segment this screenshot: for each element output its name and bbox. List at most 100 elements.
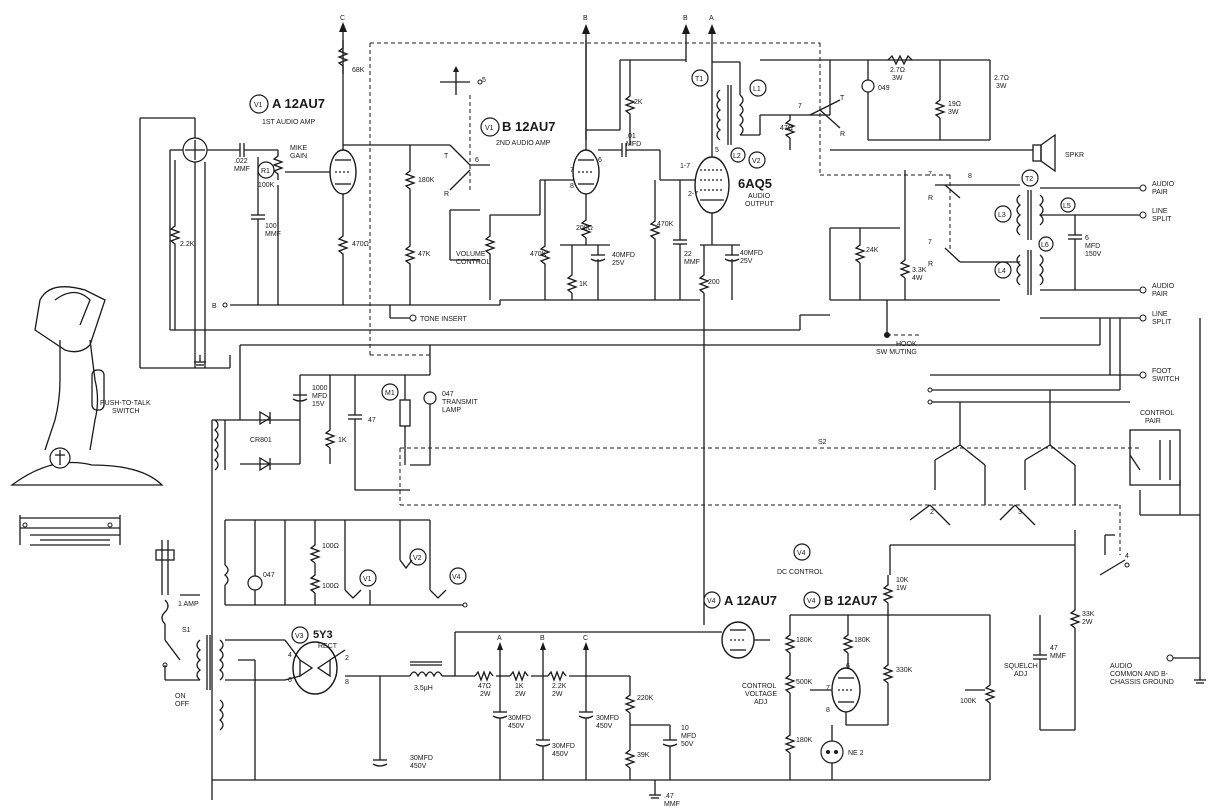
- foot-switch-terminal[interactable]: [1139, 371, 1147, 379]
- r1-label: R1: [261, 168, 270, 175]
- foot-switch-label-b: SWITCH: [1152, 376, 1180, 383]
- rail-b3-label: B: [212, 303, 217, 310]
- c-47b-label: 47: [1050, 645, 1058, 652]
- pin-27: 2-7: [688, 191, 698, 198]
- line-split-2-label-b: SPLIT: [1152, 319, 1172, 326]
- c-30a-volt: 450V: [410, 763, 427, 770]
- control-voltage-2: VOLTAGE: [745, 691, 777, 698]
- pin-8: 8: [968, 173, 972, 180]
- l6-tag: L6: [1041, 242, 1049, 249]
- power-transformer-primary: [196, 639, 202, 681]
- line-split-2-label: LINE: [1152, 311, 1168, 318]
- c-40b-volt: 25V: [740, 258, 753, 265]
- r-33k-watts: 4W: [912, 275, 923, 282]
- r-27b-watts: 3W: [996, 83, 1007, 90]
- v4-ref-tag: V4: [797, 550, 806, 557]
- v2-ref-label: V2: [413, 555, 422, 562]
- c-01-label: .01: [626, 133, 636, 140]
- switch-5: 5: [440, 66, 486, 95]
- r-47k-label: 47K: [418, 251, 431, 258]
- r-1k-label: 1K: [579, 281, 588, 288]
- v2-func-1: AUDIO: [748, 193, 771, 200]
- lamp-049-label: 049: [878, 85, 890, 92]
- pin-6a: 6: [598, 157, 602, 164]
- r-500k-label: 500K: [796, 679, 813, 686]
- pin-5: 5: [715, 147, 719, 154]
- r-24k-label: 24K: [866, 247, 879, 254]
- c-022-label: .022: [234, 158, 248, 165]
- pin-2b: 2: [345, 655, 349, 662]
- pin-t2: T: [840, 95, 845, 102]
- c-30a-label: 30MFD: [410, 755, 433, 762]
- filament-circuit: 047 100Ω 100Ω V1 V2 V4: [211, 420, 468, 800]
- l5-tag: L5: [1063, 203, 1071, 210]
- r-2k-label: 2K: [634, 99, 643, 106]
- r-10k-watts: 1W: [896, 585, 907, 592]
- choke: [409, 671, 443, 678]
- pin-7d: 7: [928, 239, 932, 246]
- audio-common-label-1: AUDIO: [1110, 663, 1133, 670]
- c-6-volt: 150V: [1085, 251, 1102, 258]
- pin-7e: 7: [826, 685, 830, 692]
- v1a-tube-label: A 12AU7: [272, 96, 325, 111]
- pin-3: 3: [1018, 509, 1022, 516]
- diode-1: [259, 410, 272, 426]
- t2-tag: T2: [1025, 176, 1033, 183]
- c-30c-label: 30MFD: [552, 743, 575, 750]
- l3-tag: L3: [998, 212, 1006, 219]
- ptt-switch-contacts: [19, 515, 121, 546]
- pin-7b: 7: [798, 103, 802, 110]
- control-pair-label-b: PAIR: [1145, 418, 1161, 425]
- r-200b-label: 200: [708, 279, 720, 286]
- v1b-tag: V1: [485, 125, 494, 132]
- v4-dc-control: V4 DC CONTROL V4 A 12AU7 V4 B 12AU7 6 7 …: [700, 543, 1206, 780]
- line-split-1-terminal[interactable]: [1139, 211, 1147, 219]
- r-47o2-watts: 2W: [480, 691, 491, 698]
- c-40b-label: 40MFD: [740, 250, 763, 257]
- transmit-lamp: [423, 391, 437, 405]
- r-68k: [337, 40, 349, 74]
- audio-pair-2-terminal[interactable]: [1139, 286, 1147, 294]
- audio-pair-1-label-b: PAIR: [1152, 189, 1168, 196]
- volume-label-2: CONTROL: [456, 259, 490, 266]
- v1b-stage: V1 B 12AU7 2ND AUDIO AMP 7 6 8 2K .01 MF…: [480, 40, 700, 300]
- s2-label: S2: [818, 439, 827, 446]
- line-split-2-terminal[interactable]: [1139, 314, 1147, 322]
- tone-insert-terminal[interactable]: [409, 314, 417, 322]
- v2-tube: [694, 156, 730, 214]
- relay-coil: [399, 399, 411, 427]
- v1b-tube-label: B 12AU7: [502, 119, 555, 134]
- v4a-tag: V4: [707, 598, 716, 605]
- r-22k2w-watts: 2W: [552, 691, 563, 698]
- r-470: [337, 230, 349, 260]
- r-100a-label: 100Ω: [322, 543, 339, 550]
- c-1000-volt: 15V: [312, 401, 325, 408]
- fuse-label: 1 AMP: [178, 601, 199, 608]
- c-47-label: 47: [368, 417, 376, 424]
- v1-ref-label: V1: [363, 576, 372, 583]
- line-split-1-label: LINE: [1152, 208, 1168, 215]
- v1a-stage: V1 A 12AU7 1ST AUDIO AMP 68K 470Ω R1 MIK…: [205, 40, 450, 305]
- relay-dashed-links: S2: [369, 42, 1140, 555]
- c-30d-volt: 450V: [596, 723, 613, 730]
- audio-pair-1-terminal[interactable]: [1139, 184, 1147, 192]
- c-40a-volt: 25V: [612, 260, 625, 267]
- r-22k2w-label: 2.2K: [552, 683, 567, 690]
- c-47mmf-unit: MMF: [664, 801, 680, 808]
- pin-7c: 7: [928, 171, 932, 178]
- r-470-label: 470Ω: [352, 241, 369, 248]
- c-40a-label: 40MFD: [612, 252, 635, 259]
- r-180kb-label: 180K: [854, 637, 871, 644]
- ne2-neon-lamp: [820, 740, 844, 764]
- r-27a-label: 2.7Ω: [890, 67, 905, 74]
- audio-pair-2-label-b: PAIR: [1152, 291, 1168, 298]
- r-47ohm-label: 47Ω: [780, 125, 793, 132]
- pin-r1: R: [444, 191, 449, 198]
- r-220k-label: 220K: [637, 695, 654, 702]
- v2-tag: V2: [752, 158, 761, 165]
- audio-common-terminal[interactable]: [1166, 654, 1174, 662]
- v3-func-label: RECT: [318, 643, 338, 650]
- v1a-function-label: 1ST AUDIO AMP: [262, 119, 315, 126]
- c-10-volt: 50V: [681, 741, 694, 748]
